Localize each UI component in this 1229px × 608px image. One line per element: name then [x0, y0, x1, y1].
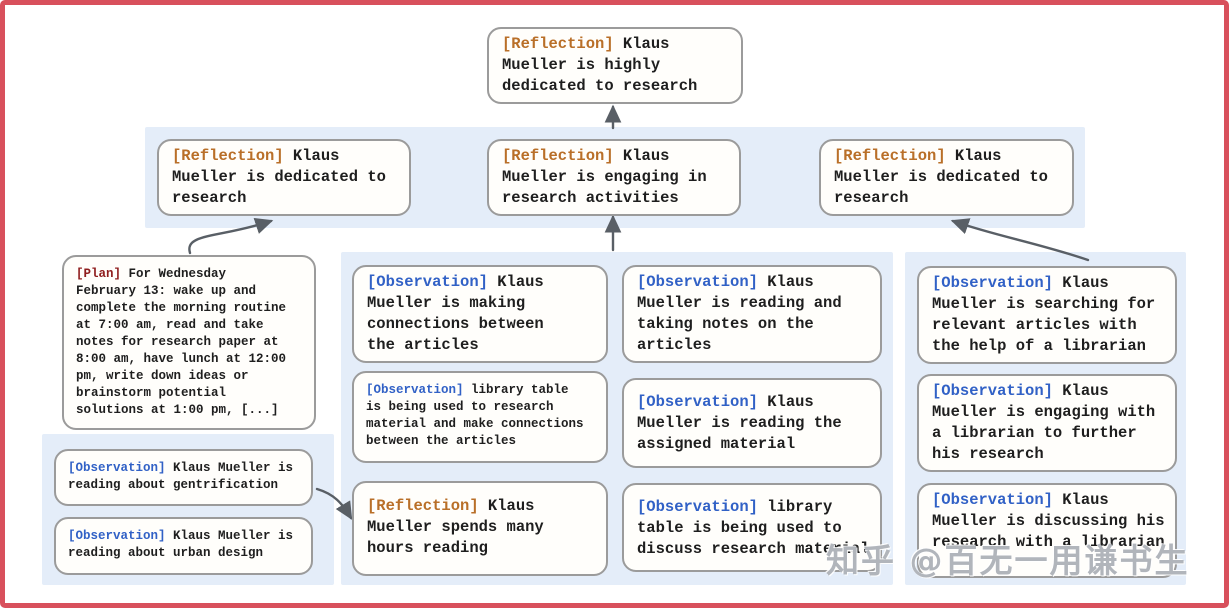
node-type-label: [Observation]	[637, 498, 758, 516]
zhihu-watermark: 知乎 @百无一用谦书生	[826, 541, 1190, 580]
node-observation-library-table-discuss: [Observation]library table is being used…	[622, 483, 882, 572]
node-text: Klaus Mueller is searching for relevant …	[932, 274, 1156, 355]
node-observation-urban-design: [Observation]Klaus Mueller is reading ab…	[54, 517, 313, 575]
node-text: Klaus Mueller is highly dedicated to res…	[502, 35, 698, 95]
node-type-label: [Reflection]	[367, 497, 479, 515]
node-text: Klaus Mueller is making connections betw…	[367, 273, 544, 354]
node-text: Klaus Mueller is engaging in research ac…	[502, 147, 707, 207]
node-observation-making-connections: [Observation]Klaus Mueller is making con…	[352, 265, 608, 363]
arrow-left-band-to-reflection-node	[315, 487, 353, 521]
node-observation-assigned-material: [Observation]Klaus Mueller is reading th…	[622, 378, 882, 468]
arrow-plan-to-reflection-1	[188, 217, 274, 255]
node-type-label: [Reflection]	[834, 147, 946, 165]
node-text: Klaus Mueller is reading and taking note…	[637, 273, 842, 354]
node-text: Klaus Mueller is engaging with a librari…	[932, 382, 1156, 463]
node-reflection-spends-hours-reading: [Reflection]Klaus Mueller spends many ho…	[352, 481, 608, 576]
node-type-label: [Plan]	[76, 267, 122, 281]
node-type-label: [Observation]	[932, 274, 1053, 292]
node-type-label: [Observation]	[637, 273, 758, 291]
node-reflection-root: [Reflection]Klaus Mueller is highly dedi…	[487, 27, 743, 104]
node-type-label: [Observation]	[367, 273, 488, 291]
node-observation-gentrification: [Observation]Klaus Mueller is reading ab…	[54, 449, 313, 506]
node-observation-searching-articles: [Observation]Klaus Mueller is searching …	[917, 266, 1177, 364]
node-text: Klaus Mueller is dedicated to research	[172, 147, 386, 207]
node-reflection-1: [Reflection]Klaus Mueller is dedicated t…	[157, 139, 411, 216]
node-observation-taking-notes: [Observation]Klaus Mueller is reading an…	[622, 265, 882, 363]
arrow-band-to-reflection-3	[950, 218, 1090, 262]
node-type-label: [Observation]	[637, 393, 758, 411]
node-observation-library-table-research: [Observation]library table is being used…	[352, 371, 608, 463]
node-type-label: [Observation]	[932, 382, 1053, 400]
node-text: Klaus Mueller is reading the assigned ma…	[637, 393, 842, 453]
node-type-label: [Observation]	[68, 529, 166, 543]
node-type-label: [Observation]	[932, 491, 1053, 509]
node-type-label: [Reflection]	[502, 35, 614, 53]
node-type-label: [Reflection]	[502, 147, 614, 165]
node-observation-discussing-research: [Observation]Klaus Mueller is discussing…	[917, 483, 1177, 578]
node-reflection-2: [Reflection]Klaus Mueller is engaging in…	[487, 139, 741, 216]
node-text: Klaus Mueller is reading about gentrific…	[68, 461, 294, 492]
node-type-label: [Reflection]	[172, 147, 284, 165]
node-text: library table is being used to research …	[366, 383, 584, 448]
node-text: Klaus Mueller is dedicated to research	[834, 147, 1048, 207]
node-text: Klaus Mueller spends many hours reading	[367, 497, 544, 557]
node-observation-engaging-librarian: [Observation]Klaus Mueller is engaging w…	[917, 374, 1177, 472]
node-type-label: [Observation]	[68, 461, 166, 475]
node-text: For Wednesday February 13: wake up and c…	[76, 267, 287, 417]
node-plan: [Plan]For Wednesday February 13: wake up…	[62, 255, 316, 430]
node-text: Klaus Mueller is discussing his research…	[932, 491, 1165, 551]
node-text: library table is being used to discuss r…	[637, 498, 870, 558]
node-text: Klaus Mueller is reading about urban des…	[68, 529, 294, 560]
node-type-label: [Observation]	[366, 383, 464, 397]
node-reflection-3: [Reflection]Klaus Mueller is dedicated t…	[819, 139, 1074, 216]
